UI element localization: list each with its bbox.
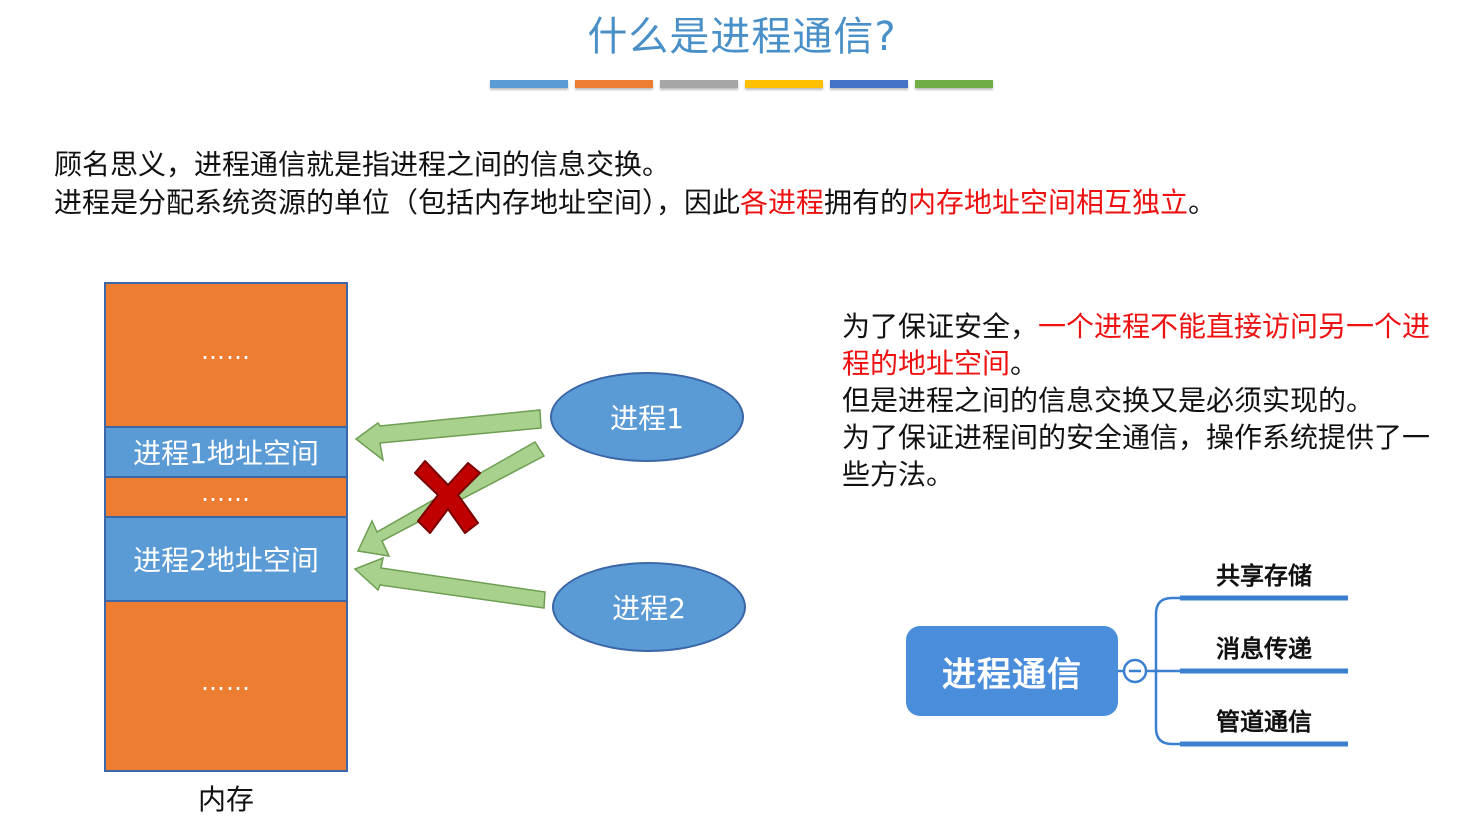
process2-address-space-label: 进程2地址空间 <box>133 544 319 577</box>
process1-label: 进程1 <box>610 402 684 435</box>
process1-address-space-label: 进程1地址空间 <box>133 437 319 470</box>
collapse-minus-icon[interactable] <box>1122 658 1148 684</box>
intro-line-2: 进程是分配系统资源的单位（包括内存地址空间），因此各进程拥有的内存地址空间相互独… <box>54 186 1217 219</box>
highlight-independent-space: 内存地址空间相互独立 <box>908 186 1189 219</box>
explanation-text: 为了保证安全，一个进程不能直接访问另一个进程的地址空间。 但是进程之间的信息交换… <box>842 308 1442 493</box>
process2-address-space: 进程2地址空间 <box>104 516 348 602</box>
mindmap-underlines <box>1180 595 1348 747</box>
memory-block-bottom: …… <box>104 600 348 772</box>
memory-caption: 内存 <box>197 783 254 816</box>
highlight-each-process: 各进程 <box>740 186 825 219</box>
intro-paragraph: 顾名思义，进程通信就是指进程之间的信息交换。 进程是分配系统资源的单位（包括内存… <box>54 146 1216 222</box>
underline-bar-4 <box>745 80 823 88</box>
process2-label: 进程2 <box>612 592 686 625</box>
memory-block-middle: …… <box>104 476 348 518</box>
mindmap-root: 进程通信 <box>906 626 1118 716</box>
mindmap-branch-shared-memory: 共享存储 <box>1216 562 1312 590</box>
memory-ellipsis: …… <box>201 337 251 365</box>
process1-node: 进程1 <box>550 372 744 462</box>
explanation-line-2: 但是进程之间的信息交换又是必须实现的。 <box>842 384 1375 417</box>
process2-node: 进程2 <box>552 562 746 652</box>
mindmap-branch-message-passing: 消息传递 <box>1216 635 1312 663</box>
memory-ellipsis: …… <box>201 479 251 507</box>
underline-bar-2 <box>575 80 653 88</box>
explanation-line-1: 为了保证安全，一个进程不能直接访问另一个进程的地址空间。 <box>842 310 1431 380</box>
highlight-no-direct-access: 一个进程不能直接访问另一个进程的地址空间 <box>842 310 1431 380</box>
intro-line-1: 顾名思义，进程通信就是指进程之间的信息交换。 <box>54 148 671 181</box>
page-title: 什么是进程通信? <box>587 14 897 60</box>
explanation-line-3: 为了保证进程间的安全通信，操作系统提供了一些方法。 <box>842 421 1431 491</box>
mindmap-branch-pipe: 管道通信 <box>1216 708 1312 736</box>
blocked-cross-icon <box>414 460 481 534</box>
underline-bar-6 <box>915 80 993 88</box>
underline-bar-5 <box>830 80 908 88</box>
underline-bar-3 <box>660 80 738 88</box>
arrow-process2-to-space2 <box>353 556 546 609</box>
title-underline-bars <box>490 80 993 88</box>
memory-block-top: …… <box>104 282 348 428</box>
memory-ellipsis: …… <box>201 668 251 696</box>
process1-address-space: 进程1地址空间 <box>104 426 348 478</box>
underline-bar-1 <box>490 80 568 88</box>
arrow-process1-to-space1 <box>354 409 542 462</box>
